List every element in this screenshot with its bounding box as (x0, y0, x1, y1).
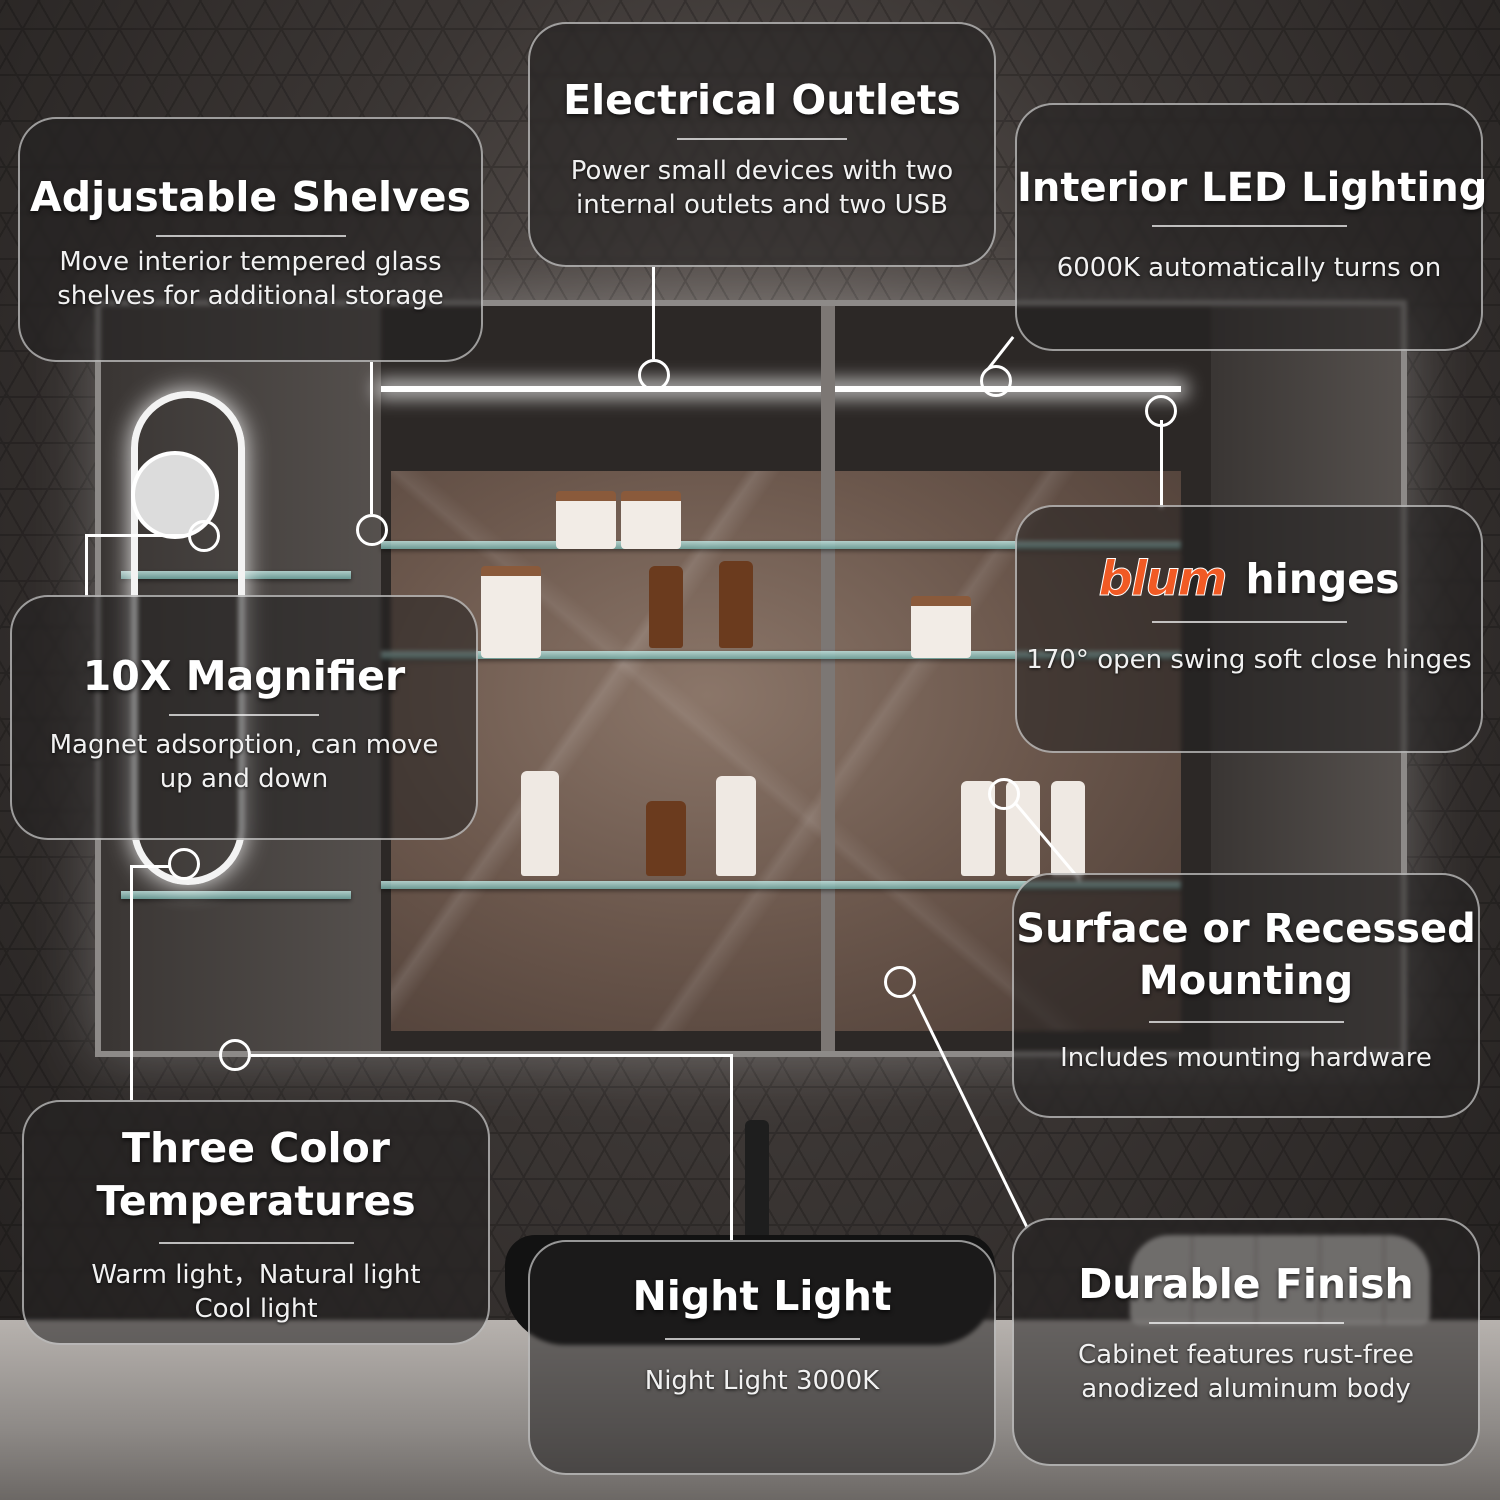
callout-blum-hinges: blum hinges 170° open swing soft close h… (1015, 505, 1483, 753)
feature-description: Warm light，Natural light (91, 1260, 421, 1290)
feature-title: Adjustable Shelves (30, 173, 471, 221)
connector-dot (188, 520, 220, 552)
glass-shelf (381, 881, 1181, 889)
callout-electrical-outlets: Electrical Outlets Power small devices w… (528, 22, 996, 267)
feature-description: Cool light (194, 1294, 318, 1324)
divider (158, 1242, 354, 1244)
connector-line (251, 1054, 733, 1057)
cream-jar (481, 566, 541, 658)
door-shelf (121, 571, 351, 579)
divider (1148, 1322, 1344, 1324)
feature-title: Durable Finish (1078, 1260, 1414, 1308)
feature-description: Magnet adsorption, can move (49, 730, 439, 760)
connector-dot (638, 359, 670, 391)
glass-shelf (381, 541, 1181, 549)
connector-dot (988, 778, 1020, 810)
center-divider (821, 306, 835, 1051)
feature-description: Includes mounting hardware (1060, 1043, 1432, 1073)
connector-line (652, 267, 655, 359)
connector-line (85, 534, 190, 537)
divider (1148, 1021, 1344, 1023)
connector-dot (980, 365, 1012, 397)
connector-line (1160, 420, 1163, 508)
feature-description: Move interior tempered glass (59, 247, 442, 277)
feature-description: Night Light 3000K (644, 1366, 880, 1396)
divider (677, 138, 847, 140)
connector-line (370, 362, 373, 514)
divider (1151, 225, 1347, 227)
connector-dot (1145, 395, 1177, 427)
amber-bottle (649, 566, 683, 648)
callout-color-temperatures: Three Color Temperatures Warm light，Natu… (22, 1100, 490, 1345)
feature-title: Three Color (122, 1124, 390, 1172)
title-row: blum hinges (1017, 551, 1481, 608)
feature-description: shelves for additional storage (57, 281, 444, 311)
feature-title: Electrical Outlets (563, 76, 961, 124)
callout-mounting: Surface or Recessed Mounting Includes mo… (1012, 873, 1480, 1118)
feature-description: up and down (159, 764, 329, 794)
blum-logo: blum (1098, 551, 1228, 608)
feature-title: hinges (1245, 555, 1400, 603)
callout-durable-finish: Durable Finish Cabinet features rust-fre… (1012, 1218, 1480, 1466)
amber-bottle (719, 561, 753, 648)
connector-dot (219, 1039, 251, 1071)
pump-bottle (1051, 781, 1085, 876)
callout-interior-led-lighting: Interior LED Lighting 6000K automaticall… (1015, 103, 1488, 351)
divider (169, 714, 319, 716)
cream-jar (556, 491, 616, 549)
interior-led-strip (381, 386, 1181, 392)
connector-line (130, 865, 170, 868)
feature-description: 170° open swing soft close hinges (1026, 645, 1472, 675)
connector-line (730, 1054, 733, 1240)
connector-line (85, 534, 88, 596)
pump-bottle (521, 771, 559, 876)
callout-adjustable-shelves: Adjustable Shelves Move interior tempere… (18, 117, 483, 362)
feature-title: 10X Magnifier (82, 652, 406, 700)
feature-description: Power small devices with two (570, 156, 954, 186)
amber-bottle (646, 801, 686, 876)
magnifier-mirror (131, 451, 219, 539)
connector-line (130, 865, 133, 1100)
callout-magnifier: 10X Magnifier Magnet adsorption, can mov… (10, 595, 478, 840)
connector-dot (356, 514, 388, 546)
divider (155, 235, 346, 237)
connector-dot (884, 966, 916, 998)
feature-title: Night Light (632, 1272, 892, 1320)
glass-shelf (381, 651, 1181, 659)
feature-title: Mounting (1138, 958, 1354, 1004)
cream-jar (621, 491, 681, 549)
faucet (745, 1120, 769, 1240)
cream-jar (911, 596, 971, 658)
feature-description: internal outlets and two USB (575, 190, 948, 220)
feature-title: Surface or Recessed (1016, 906, 1476, 952)
tonic-bottle (716, 776, 756, 876)
divider (664, 1338, 860, 1340)
feature-title: Temperatures (96, 1177, 416, 1225)
connector-dot (168, 848, 200, 880)
callout-night-light: Night Light Night Light 3000K (528, 1240, 996, 1475)
feature-title: Interior LED Lighting (1017, 165, 1488, 211)
feature-description: anodized aluminum body (1081, 1374, 1411, 1404)
door-shelf (121, 891, 351, 899)
divider (1151, 621, 1347, 623)
feature-description: 6000K automatically turns on (1056, 253, 1442, 283)
feature-description: Cabinet features rust-free (1078, 1340, 1414, 1370)
